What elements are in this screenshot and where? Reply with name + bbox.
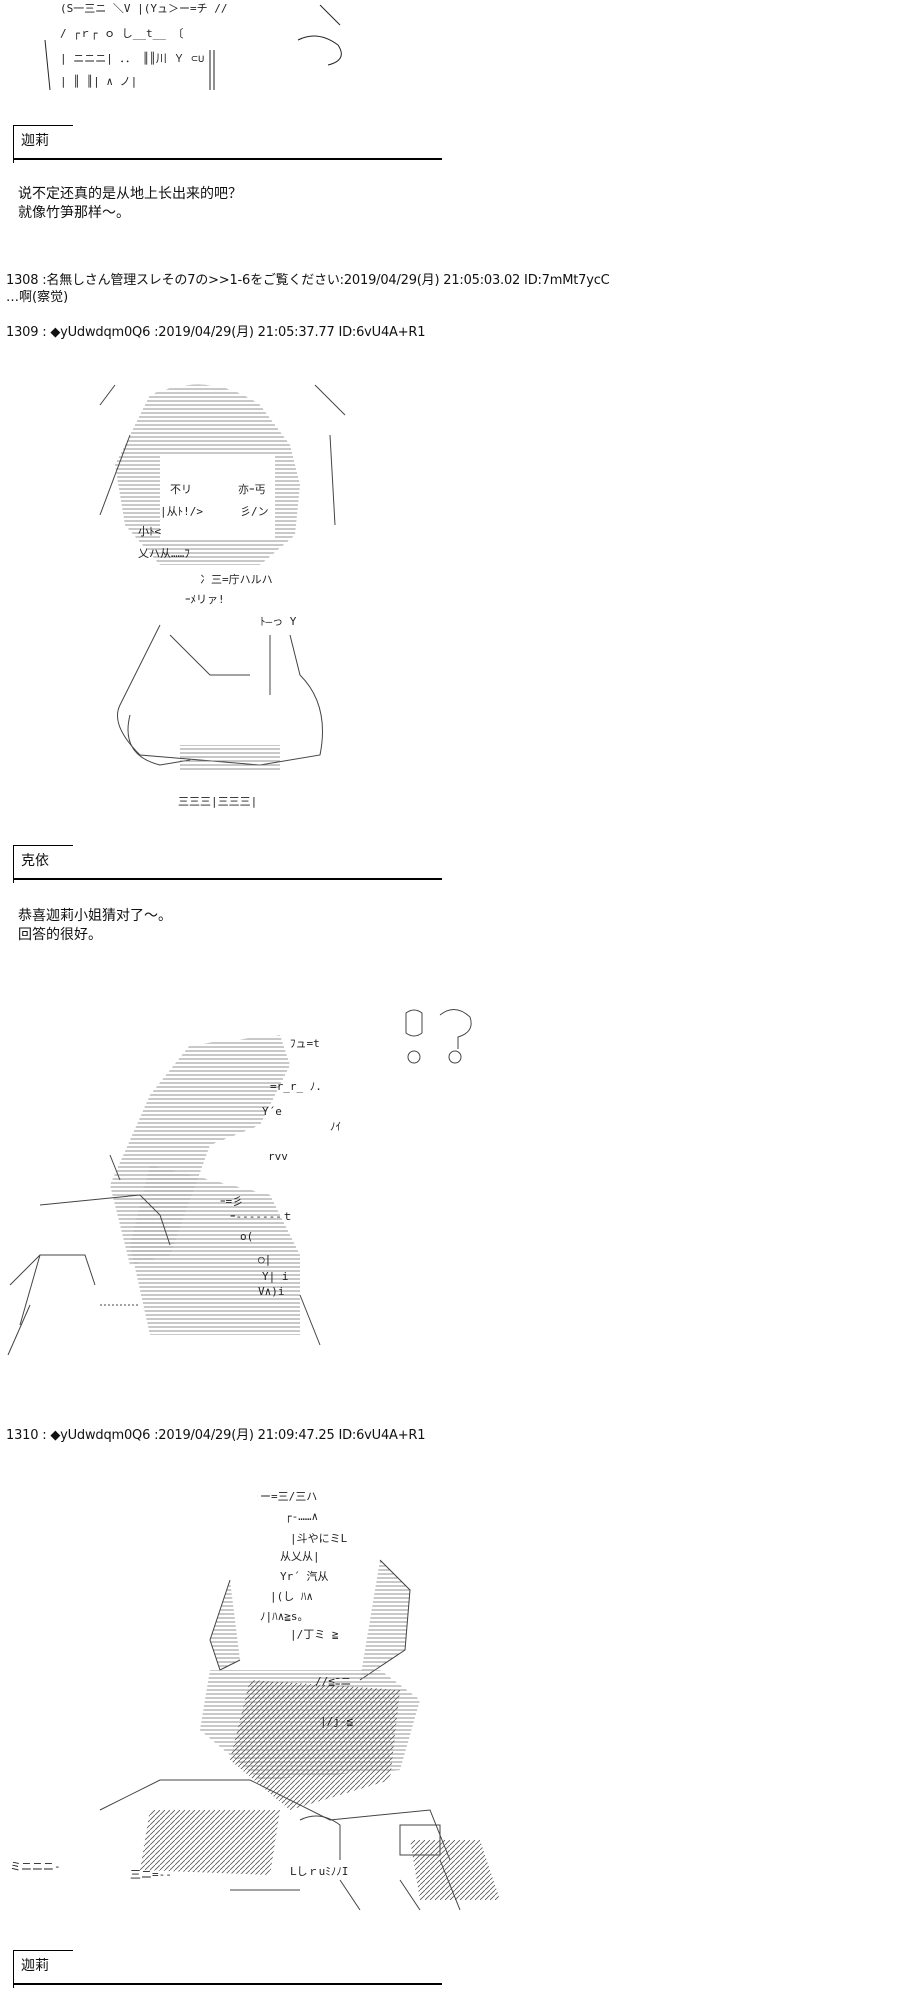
dialog-line: 恭喜迦莉小姐猜对了～。 [18, 908, 172, 924]
art-line: o( [240, 1230, 253, 1243]
art-line: //≦ﾆニ [315, 1675, 351, 1688]
art-line: |(し ﾊ∧ [270, 1590, 313, 1603]
art-line: 冫三=庁ハルハ [200, 572, 273, 586]
ascii-art-surprised: ﾌュ=t =r_r_ ﾉ. Y´e ﾉｲ rvv ｰ=彡 ｰ-------ｔ o… [0, 1005, 500, 1365]
art-line: ﾉ|ﾊ∧≧s。 [260, 1610, 309, 1623]
art-line: ﾌュ=t [290, 1037, 320, 1050]
post-header: 1308 :名無しさん管理スレその7の>>1-6をご覧ください:2019/04/… [6, 273, 610, 288]
ascii-art-character: ー=三/三ハ ┌-……∧ |斗やにミL 从乂从| Yr´ 汽从 |(し ﾊ∧ ﾉ… [0, 1480, 500, 1920]
ascii-art-top-fragment: (S一三ニ ＼V |(Yュ＞ー=チ // / ┌ｒ┌ ｏ し__t__ 〔 | … [40, 0, 370, 92]
art-line: ｰ-------ｔ [230, 1210, 293, 1223]
art-line: ﾄ―っ Y [260, 615, 297, 628]
art-line: V∧)i [258, 1285, 285, 1298]
art-line: |/j-≦ [320, 1715, 353, 1728]
art-line: 乂ハ从……ﾌ [138, 547, 190, 560]
speaker-name: 克依 [21, 853, 49, 869]
art-line: 不リ [170, 483, 192, 496]
art-line: |斗やにミL [290, 1532, 348, 1545]
art-line: 亦ｰ丐 [238, 482, 266, 496]
art-line: LしｒuﾐﾉﾉΙ [290, 1865, 348, 1878]
ascii-art-character: 不リ 亦ｰ丐 |从ﾄ!/> 彡/ン 小ﾄ< 乂ハ从……ﾌ 冫三=庁ハルハ ｰﾒリ… [60, 375, 380, 815]
art-line: (S一三ニ ＼V |(Yュ＞ー=チ // [60, 2, 227, 15]
art-line: rvv [268, 1150, 288, 1163]
speaker-box: 迦莉 [13, 1950, 442, 1988]
art-line: ー=三/三ハ [260, 1490, 317, 1503]
speaker-box: 迦莉 [13, 125, 442, 163]
post-body: …啊(察觉) [6, 290, 69, 305]
speaker-name: 迦莉 [21, 133, 49, 149]
art-line: 小ﾄ< [138, 525, 161, 538]
art-line: 三ニ=-- [130, 1868, 172, 1881]
art-line: 从乂从| [280, 1550, 320, 1563]
speaker-box: 克依 [13, 845, 442, 883]
art-line: Y| i [262, 1270, 289, 1283]
dialog-line: 说不定还真的是从地上长出来的吧？ [18, 186, 242, 202]
post-header: 1310 : ◆yUdwdqm0Q6 :2019/04/29(月) 21:09:… [6, 1428, 426, 1443]
dialog-line: 回答的很好。 [18, 927, 102, 943]
art-line: 彡/ン [240, 505, 269, 518]
question-icon [439, 1009, 472, 1049]
art-line: ﾉｲ [330, 1120, 341, 1133]
art-line: ┌-……∧ [285, 1510, 318, 1523]
art-line: |从ﾄ!/> [160, 505, 203, 518]
art-line: ミニニニ- [10, 1860, 61, 1873]
art-line: | ニニニ| ．． ║║川 Ｙ ⊂∪ [60, 51, 204, 65]
art-line: / ┌ｒ┌ ｏ し__t__ 〔 [60, 27, 183, 40]
post-header: 1309 : ◆yUdwdqm0Q6 :2019/04/29(月) 21:05:… [6, 325, 426, 340]
art-line: Yr´ 汽从 [280, 1569, 329, 1583]
art-line: 三三三|三三三| [178, 795, 257, 808]
dialog-line: 就像竹笋那样～。 [18, 205, 130, 221]
exclamation-icon [405, 1009, 423, 1037]
art-line: |/丁ミ ≧ [290, 1628, 339, 1641]
art-line: | ║ ║| ∧ ノ| [60, 74, 137, 88]
speaker-name: 迦莉 [21, 1958, 49, 1974]
art-line: ○| [258, 1253, 271, 1266]
art-line: =r_r_ ﾉ. [270, 1080, 322, 1093]
art-line: ｰﾒリァ! [185, 593, 225, 606]
art-line: ｰ=彡 [220, 1195, 243, 1208]
art-line: Y´e [262, 1105, 282, 1118]
